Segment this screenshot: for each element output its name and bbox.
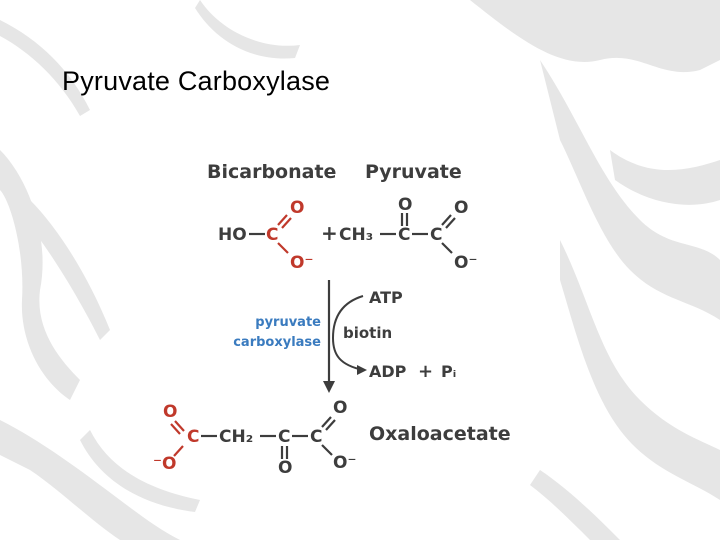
oaa-o-bottom-left: ⁻O xyxy=(153,454,176,474)
oaa-o-top-left: O xyxy=(163,402,177,422)
pyruvate-c2: C xyxy=(430,225,442,245)
bicarbonate-ho: HO xyxy=(218,225,247,245)
bicarbonate-o-top: O xyxy=(290,198,304,218)
oaa-c-left: C xyxy=(187,427,199,447)
oaa-o-top-right: O xyxy=(333,398,347,418)
bicarbonate-c: C xyxy=(266,225,278,245)
bond-oaa-c-o-single xyxy=(173,445,184,457)
reaction-arrowhead xyxy=(323,381,335,393)
pyruvate-c1: C xyxy=(398,225,410,245)
bicarbonate-o-bottom: O⁻ xyxy=(290,253,313,273)
bond-oaa-cright-o-single xyxy=(321,444,333,456)
bond-c-o-single xyxy=(277,242,289,254)
adp-label: ADP xyxy=(369,362,407,381)
oaa-ch2: CH₂ xyxy=(219,427,253,447)
bond-c2-o-double-2 xyxy=(445,217,456,229)
pyruvate-label: Pyruvate xyxy=(365,161,462,183)
bicarbonate-label: Bicarbonate xyxy=(207,161,336,183)
pyruvate-ch3: CH₃ xyxy=(339,225,373,245)
plus-sign-1: + xyxy=(321,221,338,245)
biotin-label: biotin xyxy=(343,324,392,342)
oaa-c-right: C xyxy=(310,427,322,447)
oaa-o-bottom-right: O⁻ xyxy=(333,453,356,473)
bond-oaa-cright-o-double-1 xyxy=(321,416,332,428)
bond-c-o-double-2 xyxy=(281,217,292,229)
plus-sign-2: + xyxy=(418,361,433,382)
bond-c-o-double-1 xyxy=(277,214,288,226)
enzyme-label-line1: pyruvate xyxy=(255,315,321,330)
pi-label: Pᵢ xyxy=(441,362,456,381)
atp-adp-arrowhead xyxy=(357,365,367,375)
slide-title: Pyruvate Carboxylase xyxy=(62,66,331,96)
bond-oaa-cright-o-double-2 xyxy=(325,419,336,431)
pyruvate-o-top1: O xyxy=(398,195,412,215)
pyruvate-o-bottom: O⁻ xyxy=(454,253,477,273)
bond-c2-o-single xyxy=(441,242,453,254)
oaa-c-mid: C xyxy=(278,427,290,447)
enzyme-label-line2: carboxylase xyxy=(233,335,321,350)
reaction-figure: Bicarbonate Pyruvate HO C O O⁻ + CH₃ C O… xyxy=(145,155,515,480)
oaa-o-bottom-mid: O xyxy=(278,458,292,478)
bond-oaa-o-c-double-2 xyxy=(170,423,181,435)
atp-adp-curve xyxy=(331,295,364,371)
bond-oaa-o-c-double-1 xyxy=(174,420,185,432)
oxaloacetate-label: Oxaloacetate xyxy=(369,423,511,445)
pyruvate-o-top2: O xyxy=(454,198,468,218)
atp-label: ATP xyxy=(369,288,403,307)
bond-c2-o-double-1 xyxy=(441,214,452,226)
